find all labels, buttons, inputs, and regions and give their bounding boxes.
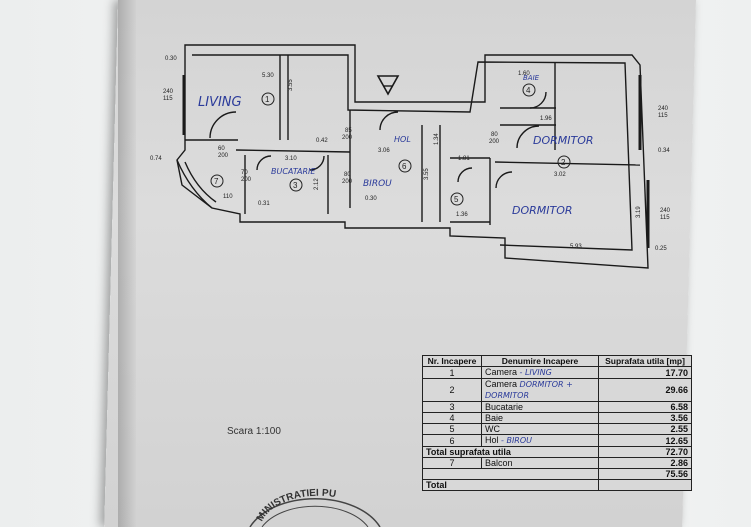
svg-text:115: 115 [163, 96, 173, 102]
svg-text:0.31: 0.31 [258, 201, 270, 207]
svg-text:110: 110 [223, 194, 233, 200]
svg-text:3.55: 3.55 [288, 79, 294, 91]
room-number-6: 6 [402, 162, 407, 171]
svg-text:5.30: 5.30 [262, 73, 274, 79]
header-suprafata: Suprafata utila [mp] [598, 355, 692, 367]
svg-text:0.30: 0.30 [165, 56, 177, 62]
room-number-5: 5 [454, 195, 459, 204]
scale-label: Scara 1:100 [227, 426, 281, 437]
room-numbers: 1 2 3 4 5 6 7 [210, 83, 571, 206]
svg-text:MINISTRATIEI PU: MINISTRATIEI PU [255, 488, 337, 524]
dimension-labels: 0.30 5.30 240 115 0.42 85 200 3.10 80 20… [150, 56, 671, 252]
room-label-dormitor-1: DORMITOR [533, 134, 594, 147]
svg-text:1.96: 1.96 [540, 116, 552, 122]
table-row: 4 Baie 3.56 [422, 412, 692, 424]
svg-text:115: 115 [660, 215, 670, 221]
room-areas-table: Nr. Incapere Denumire Incapere Suprafata… [422, 355, 692, 491]
svg-text:0.74: 0.74 [150, 156, 162, 162]
svg-text:200: 200 [489, 139, 500, 145]
table-header-row: Nr. Incapere Denumire Incapere Suprafata… [422, 355, 692, 367]
table-row: 5 WC 2.55 [422, 423, 692, 435]
header-nr: Nr. Incapere [422, 355, 482, 367]
official-stamp: MINISTRATIEI PU [249, 488, 381, 527]
table-row: 1 Camera - LIVING 17.70 [422, 366, 692, 379]
svg-text:3.19: 3.19 [636, 206, 642, 218]
svg-text:0.25: 0.25 [655, 246, 667, 252]
total-row: Total [422, 479, 692, 491]
svg-text:240: 240 [163, 89, 174, 95]
svg-text:200: 200 [342, 179, 353, 185]
svg-text:3.55: 3.55 [424, 168, 430, 180]
svg-text:60: 60 [218, 146, 225, 152]
table-row: 2 Camera DORMITOR + DORMITOR 29.66 [422, 378, 692, 402]
room-label-baie: BAIE [523, 74, 540, 82]
total-util-row: Total suprafata utila 72.70 [422, 446, 692, 458]
room-number-1: 1 [265, 95, 270, 104]
svg-text:80: 80 [344, 172, 351, 178]
svg-text:240: 240 [660, 208, 671, 214]
svg-text:1.81: 1.81 [458, 156, 470, 162]
svg-text:3.06: 3.06 [378, 148, 390, 154]
svg-text:1.36: 1.36 [456, 212, 468, 218]
header-denumire: Denumire Incapere [481, 355, 599, 367]
svg-text:70: 70 [241, 170, 248, 176]
svg-text:0.30: 0.30 [365, 196, 377, 202]
paper-edge-shadow [118, 0, 136, 527]
room-label-birou: BIROU [363, 179, 392, 189]
svg-text:200: 200 [241, 177, 252, 183]
svg-text:2.12: 2.12 [314, 178, 320, 190]
balcon-row: 7 Balcon 2.86 [422, 457, 692, 469]
svg-text:80: 80 [491, 132, 498, 138]
room-number-2: 2 [561, 158, 566, 167]
table-row: 6 Hol - BIROU 12.65 [422, 434, 692, 447]
svg-text:0.42: 0.42 [316, 138, 328, 144]
svg-text:240: 240 [658, 106, 669, 112]
svg-text:1.60: 1.60 [518, 71, 530, 77]
svg-text:3.10: 3.10 [285, 156, 297, 162]
svg-text:115: 115 [658, 113, 668, 119]
svg-text:1.34: 1.34 [434, 133, 440, 145]
svg-text:3.02: 3.02 [554, 172, 566, 178]
room-number-7: 7 [214, 177, 219, 186]
room-number-4: 4 [526, 86, 531, 95]
room-label-bucatarie: BUCATARIE [271, 167, 316, 176]
room-label-hol: HOL [394, 135, 411, 144]
svg-text:200: 200 [342, 135, 353, 141]
svg-text:5.93: 5.93 [570, 244, 582, 250]
svg-text:85: 85 [345, 128, 352, 134]
svg-text:200: 200 [218, 153, 229, 159]
room-label-living: LIVING [198, 95, 242, 110]
room-label-dormitor-2: DORMITOR [512, 204, 573, 217]
svg-text:0.34: 0.34 [658, 148, 670, 154]
table-row: 3 Bucatarie 6.58 [422, 401, 692, 413]
stamp-text: MINISTRATIEI PU [255, 488, 337, 524]
plan-walls [176, 44, 650, 269]
total-after-balcon-row: 75.56 [422, 468, 692, 480]
room-number-3: 3 [293, 181, 298, 190]
